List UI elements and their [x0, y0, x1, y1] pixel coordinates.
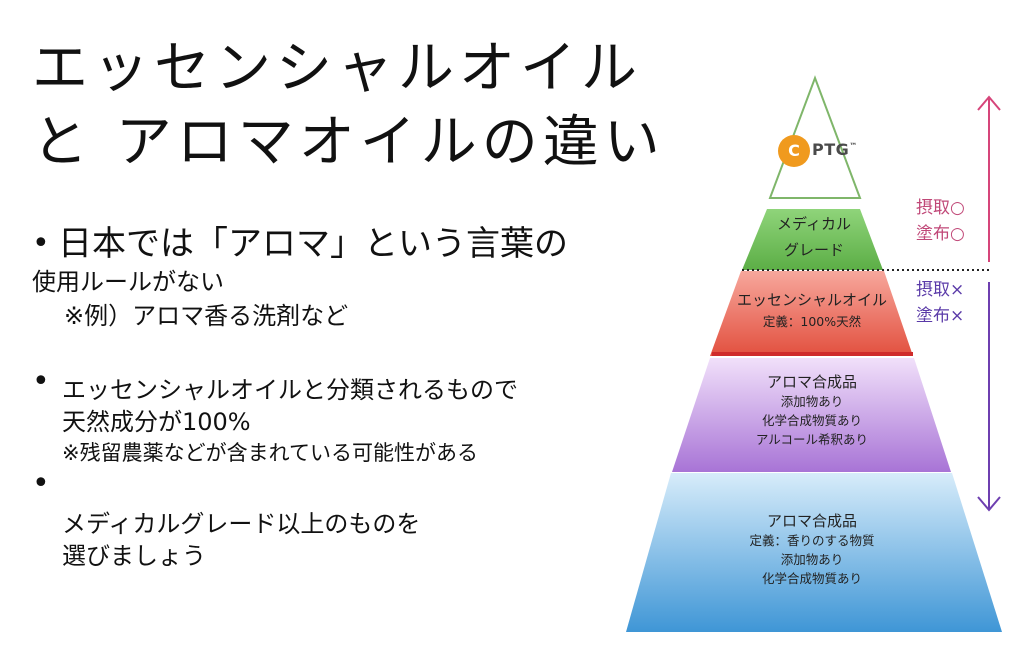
bullet-2-main: エッセンシャルオイルと分類されるもので: [62, 376, 518, 404]
bullet-2-continuation: 天然成分が100%: [62, 408, 251, 436]
bullet-marker-3: •: [32, 466, 50, 501]
tier-synthetic-1: アロマ合成品 添加物あり 化学合成物質あり アルコール希釈あり: [712, 372, 912, 449]
page-title-line-1: エッセンシャルオイル: [32, 36, 642, 101]
upper-double-arrow: [977, 95, 1001, 262]
bullet-1-note: ※例）アロマ香る洗剤など: [64, 302, 349, 330]
tier-synthetic-2: アロマ合成品 定義：香りのする物質 添加物あり 化学合成物質あり: [694, 511, 930, 588]
side-label-lower-apply: 塗布×: [916, 306, 965, 326]
tier-synthetic-1-band: [672, 358, 951, 472]
side-label-upper-apply: 塗布○: [916, 224, 965, 244]
side-label-lower: 摂取× 塗布×: [916, 278, 964, 328]
cptg-logo: C PTG™: [778, 132, 858, 172]
tier-synthetic-2-title: アロマ合成品: [766, 512, 857, 530]
side-label-upper: 摂取○ 塗布○: [916, 196, 965, 246]
tier-synthetic-2-line-3: 化学合成物質あり: [761, 571, 862, 586]
tier-medical-grade-line: グレード: [783, 241, 844, 259]
tier-synthetic-2-line-1: 定義：香りのする物質: [749, 533, 875, 548]
tier-synthetic-2-line-2: 添加物あり: [780, 552, 844, 567]
bullet-marker-2: •: [32, 364, 50, 399]
page-title-line-2: と アロマオイルの違い: [32, 110, 665, 175]
bullet-1-continuation: 使用ルールがない: [32, 268, 224, 296]
tier-essential-oil-underline: [712, 352, 913, 356]
tier-synthetic-1-line-2: 化学合成物質あり: [761, 413, 862, 428]
bullet-marker-1: •: [32, 226, 50, 261]
tier-synthetic-1-title: アロマ合成品: [766, 373, 857, 391]
tier-synthetic-1-line-1: 添加物あり: [780, 394, 844, 409]
tier-medical-grade: メディカル グレード: [752, 214, 876, 260]
side-label-upper-ingest: 摂取○: [916, 198, 965, 218]
tier-essential-oil-definition: 定義：100%天然: [762, 314, 862, 329]
lower-double-arrow: [977, 282, 1001, 512]
tier-essential-oil-band: [710, 271, 913, 356]
side-label-lower-ingest: 摂取×: [916, 280, 965, 300]
tier-medical-grade-band: [742, 209, 883, 270]
tier-synthetic-1-line-3: アルコール希釈あり: [755, 432, 869, 447]
bullet-3-line-2: 選びましょう: [62, 542, 206, 570]
cptg-logo-text: PTG™: [812, 140, 858, 159]
tier-medical-grade-title: メディカル: [777, 215, 851, 233]
tier-essential-oil-title: エッセンシャルオイル: [736, 291, 887, 309]
bullet-1-main: 日本では「アロマ」という言葉の: [58, 224, 568, 264]
bullet-3-line-1: メディカルグレード以上のものを: [62, 510, 421, 538]
tier-essential-oil: エッセンシャルオイル 定義：100%天然: [722, 290, 902, 331]
bullet-2-note: ※残留農薬などが含まれている可能性がある: [62, 441, 478, 465]
tier-synthetic-2-band: [626, 473, 1002, 632]
cptg-logo-circle: C: [778, 135, 810, 167]
